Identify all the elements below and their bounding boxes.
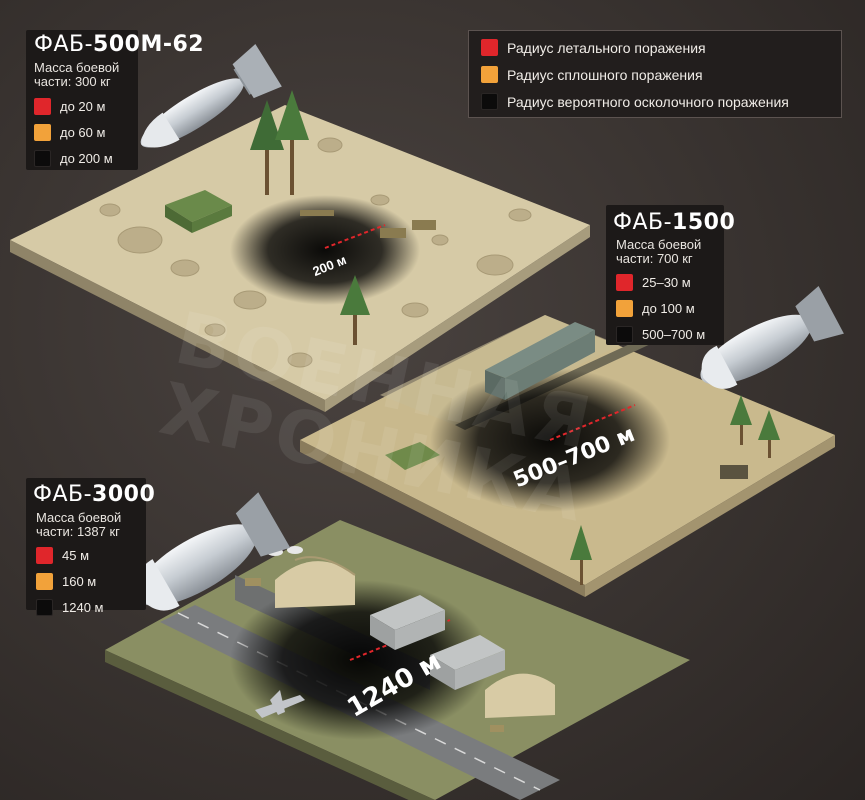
- mass-label: Масса боевой: [616, 237, 702, 252]
- orange-swatch: [616, 299, 633, 317]
- legend-item: Радиус летального поражения: [469, 34, 841, 61]
- bomb-prefix: ФАБ-: [33, 482, 93, 507]
- radius-value: до 60 м: [60, 124, 106, 140]
- orange-swatch: [481, 66, 498, 83]
- red-swatch: [34, 97, 51, 115]
- terrain-tile-fab500: [10, 90, 590, 412]
- radius-row-continuous: до 100 м: [616, 295, 705, 321]
- mass-value: части: 700 кг: [616, 251, 693, 266]
- mass-value: части: 300 кг: [34, 74, 111, 89]
- bomb-title-fab500: ФАБ-500М-62: [34, 32, 204, 57]
- black-swatch: [36, 598, 53, 616]
- radius-row-continuous: до 60 м: [34, 119, 119, 145]
- bomb-info-fab1500: Масса боевой части: 700 кг 25–30 м до 10…: [616, 238, 705, 347]
- radius-value: 1240 м: [62, 599, 104, 615]
- mass-label: Масса боевой: [34, 60, 120, 75]
- black-swatch: [616, 325, 633, 343]
- radius-value: до 100 м: [642, 300, 695, 316]
- radius-row-continuous: 160 м: [36, 568, 121, 594]
- bomb-info-fab500: Масса боевой части: 300 кг до 20 м до 60…: [34, 61, 119, 171]
- radius-row-fragment: 1240 м: [36, 594, 121, 620]
- bomb-illustration-fab500: [140, 44, 282, 148]
- orange-swatch: [34, 123, 51, 141]
- radius-row-fragment: 500–700 м: [616, 321, 705, 347]
- legend-label: Радиус летального поражения: [507, 39, 706, 56]
- radius-row-lethal: 25–30 м: [616, 269, 705, 295]
- radius-value: 160 м: [62, 573, 97, 589]
- mass-value: части: 1387 кг: [36, 524, 120, 539]
- bomb-info-fab3000: Масса боевой части: 1387 кг 45 м 160 м 1…: [36, 511, 121, 620]
- radius-row-lethal: 45 м: [36, 542, 121, 568]
- radius-value: до 200 м: [60, 150, 113, 166]
- red-swatch: [616, 273, 633, 291]
- radius-row-lethal: до 20 м: [34, 93, 119, 119]
- mass-label: Масса боевой: [36, 510, 122, 525]
- radius-value: до 20 м: [60, 98, 106, 114]
- bomb-model: 500М-62: [93, 32, 205, 57]
- bomb-prefix: ФАБ-: [613, 210, 673, 235]
- legend: Радиус летального поражения Радиус сплош…: [468, 30, 842, 118]
- radius-value: 45 м: [62, 547, 90, 563]
- legend-label: Радиус сплошного поражения: [507, 66, 703, 83]
- black-swatch: [34, 149, 51, 167]
- bomb-title-fab1500: ФАБ-1500: [613, 210, 735, 235]
- terrain-tile-fab1500: [300, 315, 835, 597]
- legend-label: Радиус вероятного осколочного поражения: [507, 93, 789, 110]
- legend-item: Радиус сплошного поражения: [469, 61, 841, 88]
- radius-value: 25–30 м: [642, 274, 691, 290]
- radius-row-fragment: до 200 м: [34, 145, 119, 171]
- bomb-illustration-fab3000: [136, 492, 291, 611]
- radius-value: 500–700 м: [642, 326, 706, 342]
- black-swatch: [481, 93, 498, 110]
- bomb-model: 1500: [672, 210, 736, 235]
- bomb-illustration-fab1500: [700, 285, 844, 389]
- red-swatch: [481, 39, 498, 56]
- bomb-model: 3000: [92, 482, 156, 507]
- bomb-title-fab3000: ФАБ-3000: [33, 482, 155, 507]
- red-swatch: [36, 546, 53, 564]
- orange-swatch: [36, 572, 53, 590]
- bomb-prefix: ФАБ-: [34, 32, 94, 57]
- legend-item: Радиус вероятного осколочного поражения: [469, 88, 841, 115]
- terrain-tile-fab3000: [105, 520, 690, 800]
